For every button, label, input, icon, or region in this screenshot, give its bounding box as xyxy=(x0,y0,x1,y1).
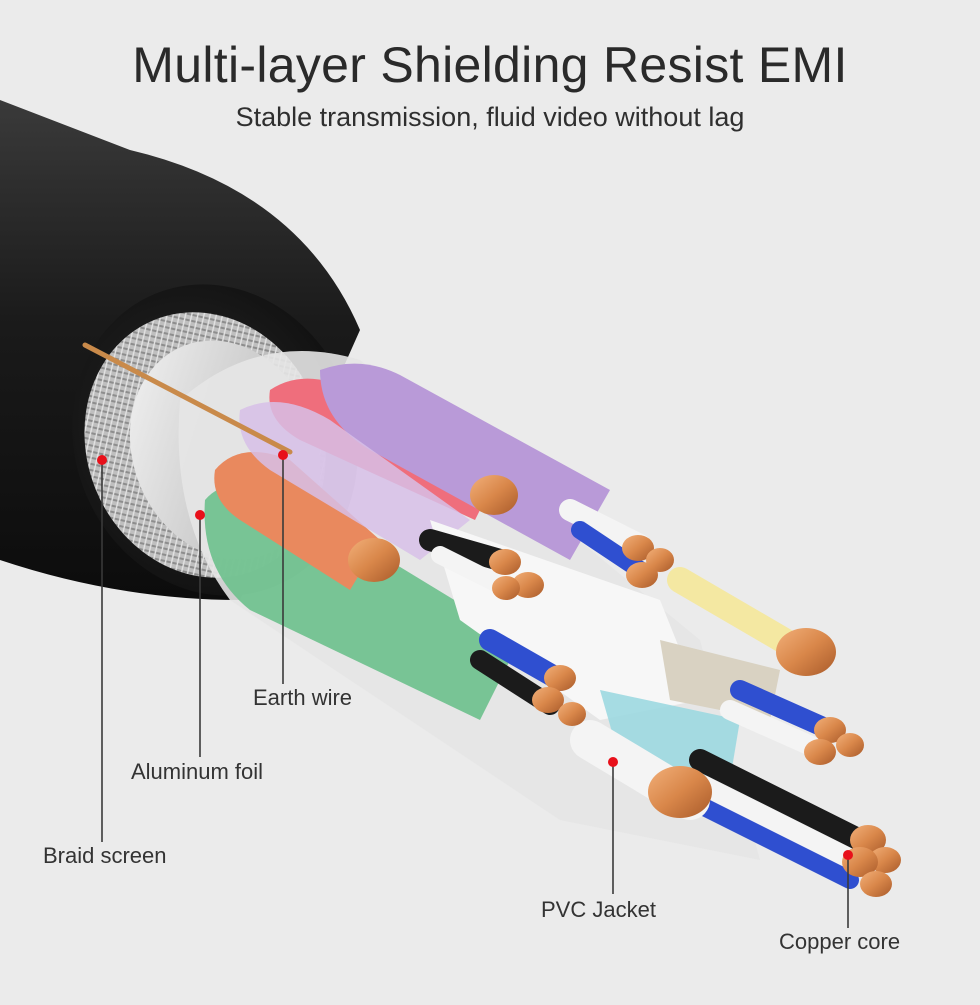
pvc-jacket-marker xyxy=(608,757,618,767)
earth-wire xyxy=(82,342,293,455)
earth-wire-marker xyxy=(278,450,288,460)
orange-conductor xyxy=(214,452,380,590)
copper-core-marker xyxy=(843,850,853,860)
callout-markers xyxy=(97,450,853,860)
purple-pair-twist xyxy=(239,402,470,560)
copper-core-label: Copper core xyxy=(779,929,901,954)
aluminum-foil-marker xyxy=(195,510,205,520)
page-title: Multi-layer Shielding Resist EMI xyxy=(132,37,848,93)
pvc-jacket-label: PVC Jacket xyxy=(541,897,656,922)
braid-screen-label: Braid screen xyxy=(43,843,167,868)
aluminum-foil-label: Aluminum foil xyxy=(131,759,264,784)
braid-screen-marker xyxy=(97,455,107,465)
earth-wire-label: Earth wire xyxy=(253,685,353,710)
purple-pair xyxy=(320,363,610,560)
page-subtitle: Stable transmission, fluid video without… xyxy=(235,102,745,132)
leader-lines xyxy=(101,455,849,928)
